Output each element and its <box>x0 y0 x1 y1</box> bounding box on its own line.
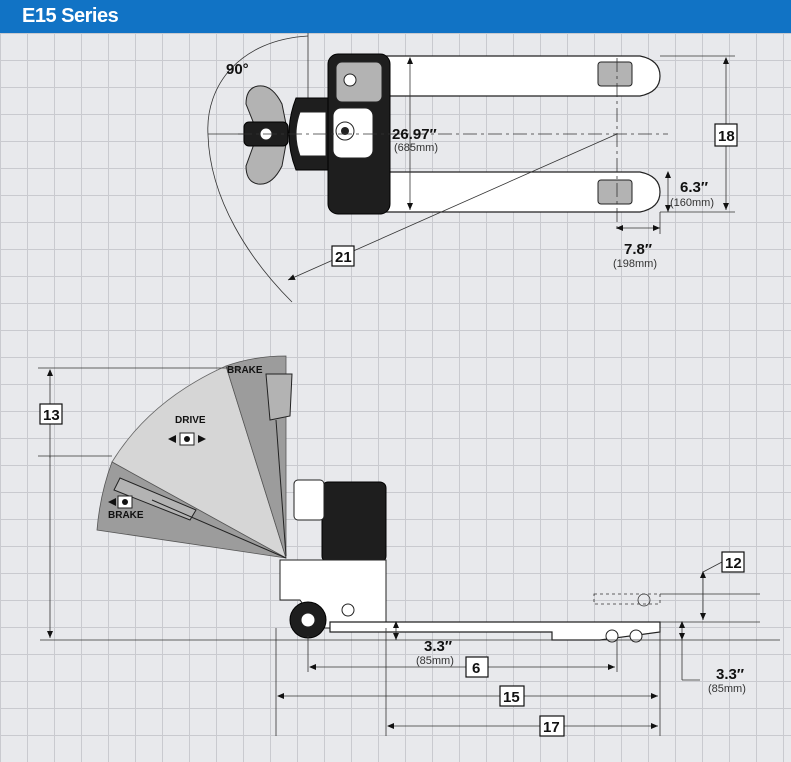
tiller-arm-upright <box>265 373 293 421</box>
ground-clearance-mm: (85mm) <box>416 655 454 667</box>
steering-yoke-inner <box>295 111 327 157</box>
tiller-handle-lower <box>245 143 287 185</box>
chassis-cover <box>335 61 383 103</box>
top-view: 90° 26.97″ (685mm) 18 6.3″ (160mm) 7.8″ … <box>207 33 738 303</box>
callout-18-box <box>714 123 738 147</box>
callout-21: 21 <box>335 249 352 266</box>
tiller-arm-rod <box>151 499 287 559</box>
callout-6-box <box>465 656 489 678</box>
callout-17-box <box>539 715 565 737</box>
callout-6: 6 <box>472 660 480 677</box>
tiller-arm-lowered <box>113 477 197 521</box>
side-view: BRAKE DRIVE BRAKE 13 <box>38 355 780 737</box>
callout-12-leader <box>702 561 723 573</box>
load-wheel-raised <box>637 593 651 607</box>
chassis-side-body <box>321 481 387 563</box>
load-wheel-upper <box>597 61 633 87</box>
drive-zone-wedge <box>111 365 287 559</box>
callout-12: 12 <box>725 555 742 572</box>
page-title: E15 Series <box>22 5 119 27</box>
offset-dim-mm: (198mm) <box>613 258 657 270</box>
fork-height-mm: (85mm) <box>708 683 746 695</box>
tiller-upright-rod <box>275 419 287 557</box>
callout-15: 15 <box>503 689 520 706</box>
brake-bottom-label: BRAKE <box>108 510 144 521</box>
callout-15-box <box>499 685 525 707</box>
load-wheel-side-a <box>605 629 619 643</box>
title-bar: E15 Series <box>0 0 791 33</box>
turning-arc <box>207 35 309 303</box>
load-wheel-side-b <box>629 629 643 643</box>
fork-raised-outline <box>593 593 661 605</box>
offset-dim-value: 7.8″ <box>624 241 652 258</box>
fork-height-value: 3.3″ <box>716 666 744 683</box>
width-dim-mm: (685mm) <box>394 142 438 154</box>
callout-17: 17 <box>543 719 560 736</box>
callout-13: 13 <box>43 407 60 424</box>
callout-12-box <box>721 551 745 573</box>
drive-wheel-hub <box>341 127 349 135</box>
fork-upper <box>377 55 661 97</box>
drive-label: DRIVE <box>175 415 206 426</box>
load-wheel-lower <box>597 179 633 205</box>
ground-clearance-value: 3.3″ <box>424 638 452 655</box>
tiller-handle <box>245 85 287 125</box>
key-switch-icon <box>343 73 357 87</box>
fork-lower <box>377 171 661 213</box>
side-bolt-icon <box>341 603 355 617</box>
brake-symbol-icon <box>108 495 133 509</box>
wheel-dim-value: 6.3″ <box>680 179 708 196</box>
brake-top-label: BRAKE <box>227 365 263 376</box>
callout-21-box <box>331 245 355 267</box>
steer-angle-label: 90° <box>226 61 249 78</box>
drive-symbol-icon <box>168 432 206 446</box>
callout-18: 18 <box>718 128 735 145</box>
chassis-side-top <box>293 479 325 521</box>
wheel-dim-mm: (160mm) <box>670 197 714 209</box>
callout-13-box <box>39 403 63 425</box>
width-dim-value: 26.97″ <box>392 126 437 143</box>
drive-wheel-side-hub <box>300 612 316 628</box>
